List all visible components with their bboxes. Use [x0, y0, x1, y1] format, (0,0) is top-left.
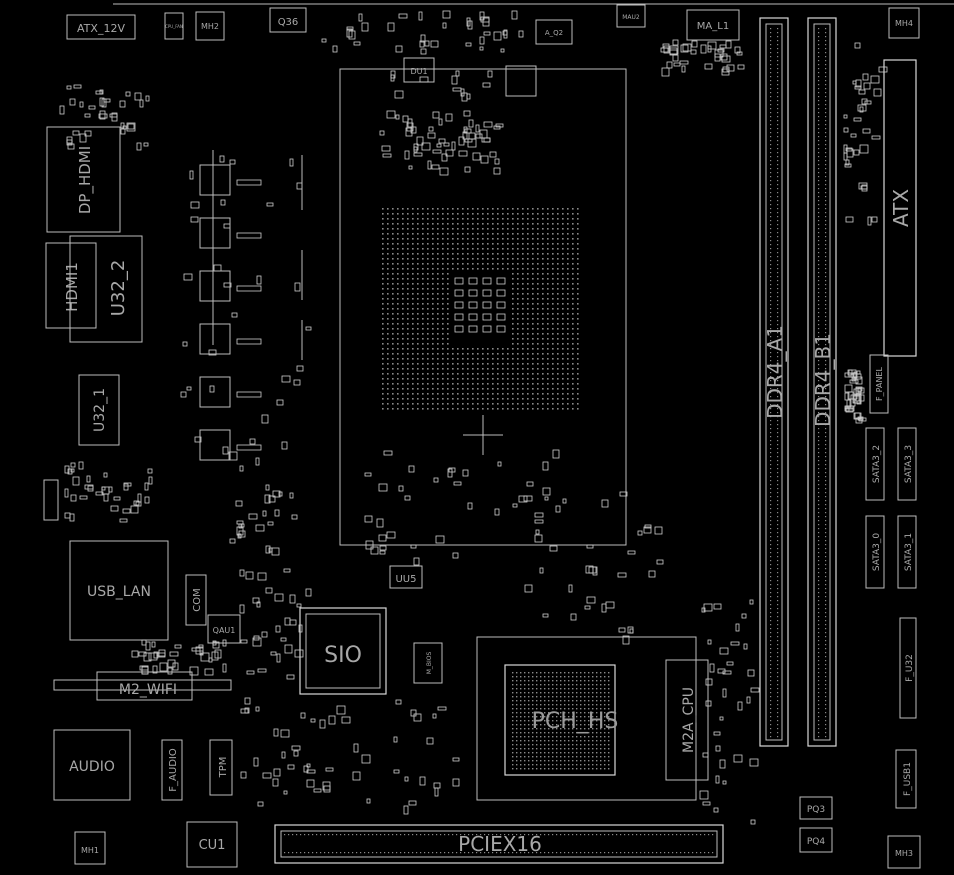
- m2wifi-label: M2_WIFI: [119, 682, 177, 698]
- mbios-label: M_BIOS: [426, 652, 433, 675]
- hdmi1-connector: [45, 242, 97, 329]
- dphdmi-connector: [46, 126, 121, 233]
- uu5-label: UU5: [395, 574, 416, 585]
- pq4-label: PQ4: [807, 837, 826, 847]
- left-header: [43, 479, 59, 521]
- fusb1-header: [895, 749, 917, 809]
- ddr4-a1-slot-inner: [765, 23, 783, 741]
- sio-label: SIO: [324, 643, 362, 668]
- ddr4-b1-slot: [807, 17, 837, 747]
- com-header: [185, 574, 207, 626]
- atx12v-label: ATX_12V: [77, 22, 125, 35]
- sata31-connector: [897, 515, 917, 589]
- pq4-part: [799, 827, 833, 853]
- du1-label: DU1: [410, 67, 427, 76]
- faudio-label: F_AUDIO: [168, 748, 179, 792]
- sata32-connector: [865, 427, 885, 501]
- qau1-part: [207, 614, 241, 644]
- hdmi1-label: HDMI1: [63, 262, 81, 312]
- audio-label: AUDIO: [69, 759, 115, 775]
- sata30-label: SATA3_0: [872, 533, 882, 572]
- dphdmi-label: DP_HDMI: [76, 146, 95, 214]
- m2wifi-slot-strip: [53, 679, 232, 691]
- sata33-connector: [897, 427, 917, 501]
- u32-1-connector: [78, 374, 120, 446]
- pch-outline: [476, 636, 697, 801]
- mau2-label: MAU2: [622, 14, 640, 21]
- a-q2-label: A_Q2: [545, 29, 563, 37]
- cpu-socket-outline: [339, 68, 627, 546]
- tpm-label: TPM: [218, 757, 229, 779]
- ddr4-pins: [770, 28, 827, 738]
- a-q2-part: [535, 19, 573, 45]
- du1-part: [403, 57, 435, 83]
- fu32-header: [899, 617, 917, 719]
- ddr4a1-label: DDR4_A1: [763, 325, 787, 419]
- mh3-label: MH3: [895, 849, 913, 858]
- cpu-center-pads: [454, 277, 506, 333]
- pch-pad-grid: [512, 672, 610, 770]
- cu1-part: [186, 821, 238, 868]
- q36-part: [269, 7, 307, 33]
- pchhs-label: PCH_HS: [532, 709, 619, 734]
- mal1-inductor: [686, 9, 740, 41]
- m2acpu-slot: [665, 659, 709, 781]
- m2wifi-slot: [96, 671, 193, 701]
- mh1-hole: [74, 831, 106, 865]
- atx-connector: [883, 59, 917, 357]
- sio-chip: [299, 607, 387, 695]
- sata33-label: SATA3_3: [904, 445, 914, 483]
- usblan-label: USB_LAN: [87, 584, 151, 600]
- smd-components: [59, 10, 888, 825]
- mh2-hole: [195, 11, 225, 41]
- pch-chip: [504, 664, 616, 776]
- fpanel-header: [869, 354, 889, 414]
- pq3-part: [799, 796, 833, 820]
- cpu-vrm-chip: [505, 65, 537, 97]
- u32-2-connector: [69, 235, 143, 343]
- mbios-chip: [413, 642, 443, 684]
- fusb1-label: F_USB1: [903, 762, 913, 796]
- pciex16-pins: [284, 834, 714, 854]
- ddr4-b1-slot-inner: [813, 23, 831, 741]
- u32-1-label: U32_1: [92, 388, 108, 432]
- mh2-label: MH2: [201, 22, 219, 31]
- atx-label: ATX: [889, 189, 913, 227]
- ddr4-a1-slot: [759, 17, 789, 747]
- atx12v-connector: [66, 14, 136, 40]
- uu5-part: [389, 565, 423, 589]
- mh4-hole: [888, 7, 920, 39]
- m2acpu-label: M2A_CPU: [681, 687, 697, 753]
- fpanel-label: F_PANEL: [875, 367, 884, 401]
- audio-connector: [53, 729, 131, 801]
- pq3-label: PQ3: [807, 805, 825, 815]
- u32-2-label: U32_2: [108, 260, 129, 317]
- sata30-connector: [865, 515, 885, 589]
- cpu-pad-grid: [382, 208, 579, 410]
- usblan-connector: [69, 540, 169, 641]
- mal1-label: MA_L1: [697, 21, 729, 32]
- cpufan-connector: [164, 12, 184, 40]
- ddr4b1-label: DDR4_B1: [811, 333, 835, 427]
- mh4-label: MH4: [895, 19, 913, 28]
- pciex16-slot: [274, 824, 724, 864]
- pciex16-slot-inner: [280, 830, 718, 858]
- com-label: COM: [192, 588, 203, 611]
- mh1-label: MH1: [81, 846, 99, 855]
- cpufan-label: CPU_FAN: [165, 24, 183, 29]
- q36-label: Q36: [278, 17, 299, 28]
- fu32-label: F_U32: [905, 654, 915, 682]
- faudio-header: [161, 739, 183, 801]
- tpm-header: [209, 739, 233, 796]
- sata32-label: SATA3_2: [872, 445, 882, 483]
- sio-chip-inner: [305, 613, 381, 689]
- qau1-label: QAU1: [213, 626, 236, 635]
- pciex16-label: PCIEX16: [458, 832, 542, 856]
- sata31-label: SATA3_1: [904, 533, 914, 571]
- mau2-part: [616, 4, 646, 28]
- cu1-label: CU1: [199, 838, 226, 853]
- mh3-hole: [887, 835, 921, 869]
